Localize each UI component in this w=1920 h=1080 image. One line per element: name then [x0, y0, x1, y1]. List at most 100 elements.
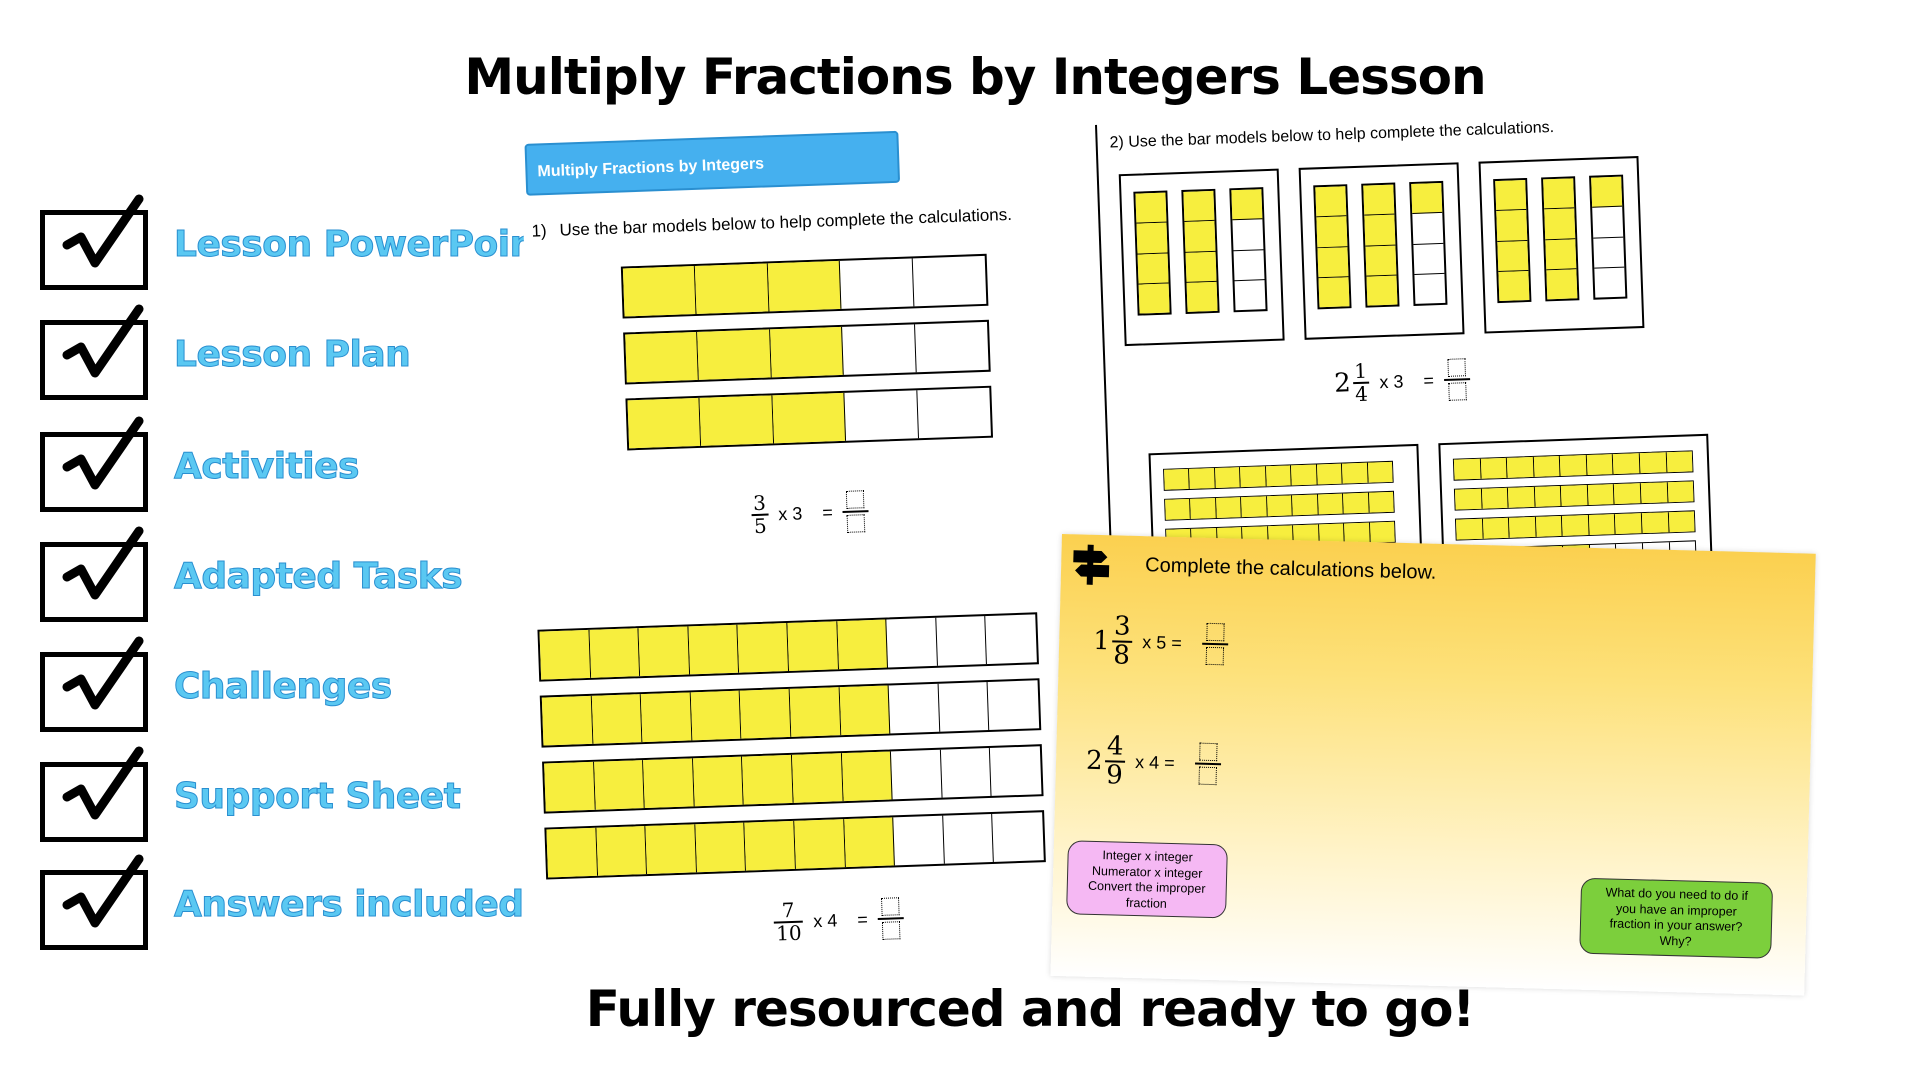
- checklist-item: Lesson PowerPoint: [40, 194, 552, 290]
- answer-box[interactable]: [842, 488, 870, 535]
- bar-model-frame: [1298, 162, 1465, 340]
- equals-sign: =: [821, 501, 834, 523]
- denominator: 9: [1103, 760, 1126, 791]
- numerator: 4: [1106, 731, 1124, 762]
- equals-sign: =: [1423, 369, 1435, 391]
- question-1-number: 1): [531, 221, 547, 241]
- footer-tagline: Fully resourced and ready to go!: [585, 980, 1475, 1038]
- checkbox: [40, 416, 148, 512]
- bar-model-frame: [1478, 156, 1645, 334]
- bar-model-fifths: [623, 319, 991, 385]
- checklist-label: Answers included: [174, 884, 525, 926]
- answer-box[interactable]: [877, 895, 905, 942]
- bar-row: [1452, 450, 1694, 481]
- checkbox: [40, 636, 148, 732]
- worksheet-page-1: Multiply Fractions by Integers 1) Use th…: [520, 110, 1109, 960]
- question-2-text: 2) Use the bar models below to help comp…: [1109, 118, 1555, 152]
- answer-box[interactable]: [1201, 621, 1228, 668]
- checklist-label: Adapted Tasks: [173, 556, 463, 598]
- denominator: 8: [1111, 640, 1133, 672]
- checklist-item: Answers included: [40, 854, 525, 950]
- whole-number: 1: [1092, 626, 1111, 657]
- bar-column: [1493, 177, 1532, 304]
- bar-model-tenths: [542, 744, 1044, 814]
- signpost-icon: [1073, 544, 1110, 585]
- equals-sign: =: [856, 908, 869, 930]
- checkmark-icon: [62, 194, 144, 268]
- answer-box[interactable]: [1443, 356, 1471, 403]
- denominator: 4: [1352, 381, 1371, 407]
- worksheet-page-2: 2) Use the bar models below to help comp…: [1095, 103, 1731, 594]
- checklist-label: Lesson Plan: [173, 334, 411, 376]
- denominator: 10: [773, 920, 805, 946]
- bar-row: [1164, 490, 1395, 521]
- bar-column: [1229, 187, 1268, 313]
- checklist-label: Lesson PowerPoint: [173, 224, 552, 266]
- checkbox: [40, 304, 148, 400]
- checklist-item: Lesson Plan: [40, 304, 510, 400]
- bar-row: [1454, 510, 1696, 541]
- checkmark-icon: [62, 526, 144, 600]
- checkmark-icon: [62, 304, 144, 378]
- numerator: 1: [1353, 358, 1368, 384]
- bar-model-fifths: [620, 253, 989, 319]
- bar-column: [1541, 176, 1580, 302]
- checkmark-icon: [62, 636, 144, 710]
- operator: x 4 =: [1134, 751, 1175, 773]
- bar-row: [1163, 460, 1394, 491]
- checkbox: [40, 746, 148, 842]
- checkbox: [40, 526, 148, 622]
- checklist-item: Activities: [40, 416, 510, 512]
- checklist-label: Challenges: [174, 666, 393, 708]
- bar-model-fifths: [625, 385, 994, 451]
- bar-column: [1313, 184, 1352, 310]
- numerator: 3: [1113, 611, 1132, 642]
- bar-row: [1453, 480, 1695, 511]
- whole-number: 2: [1085, 746, 1103, 777]
- checklist-item: Adapted Tasks: [40, 526, 510, 622]
- operator: x 5 =: [1142, 631, 1183, 653]
- checklist-item: Challenges: [40, 636, 510, 732]
- operator: x 4: [812, 909, 838, 931]
- checkbox: [40, 194, 148, 290]
- bar-column: [1409, 180, 1448, 306]
- denominator: 5: [751, 513, 770, 539]
- whole-number: 2: [1333, 368, 1352, 399]
- checklist-label: Support Sheet: [173, 776, 461, 818]
- checkmark-icon: [62, 416, 144, 490]
- numerator: 7: [781, 897, 795, 923]
- bar-model-tenths: [539, 678, 1042, 748]
- worksheet-header: Multiply Fractions by Integers: [524, 130, 901, 196]
- question-1-text: Use the bar models below to help complet…: [559, 204, 1013, 240]
- bar-model-tenths: [544, 810, 1046, 880]
- page-title: Multiply Fractions by Integers Lesson: [464, 48, 1486, 106]
- bar-model-tenths: [537, 612, 1039, 682]
- slide-instruction: Complete the calculations below.: [1144, 554, 1437, 584]
- checklist-label: Activities: [174, 446, 360, 488]
- bar-model-frame: [1118, 168, 1285, 347]
- bar-column: [1361, 182, 1400, 308]
- hint-bubble-pink: Integer x integer Numerator x integer Co…: [1066, 840, 1228, 919]
- bar-column: [1133, 190, 1172, 316]
- bar-column: [1589, 174, 1628, 300]
- checkmark-icon: [62, 854, 144, 928]
- hint-bubble-green: What do you need to do if you have an im…: [1579, 877, 1774, 959]
- operator: x 3: [1379, 370, 1404, 392]
- checklist-item: Support Sheet: [40, 746, 510, 842]
- checkbox: [40, 854, 148, 950]
- bar-column: [1181, 188, 1220, 314]
- checkmark-icon: [62, 746, 144, 820]
- numerator: 3: [752, 490, 767, 516]
- answer-box[interactable]: [1194, 741, 1221, 788]
